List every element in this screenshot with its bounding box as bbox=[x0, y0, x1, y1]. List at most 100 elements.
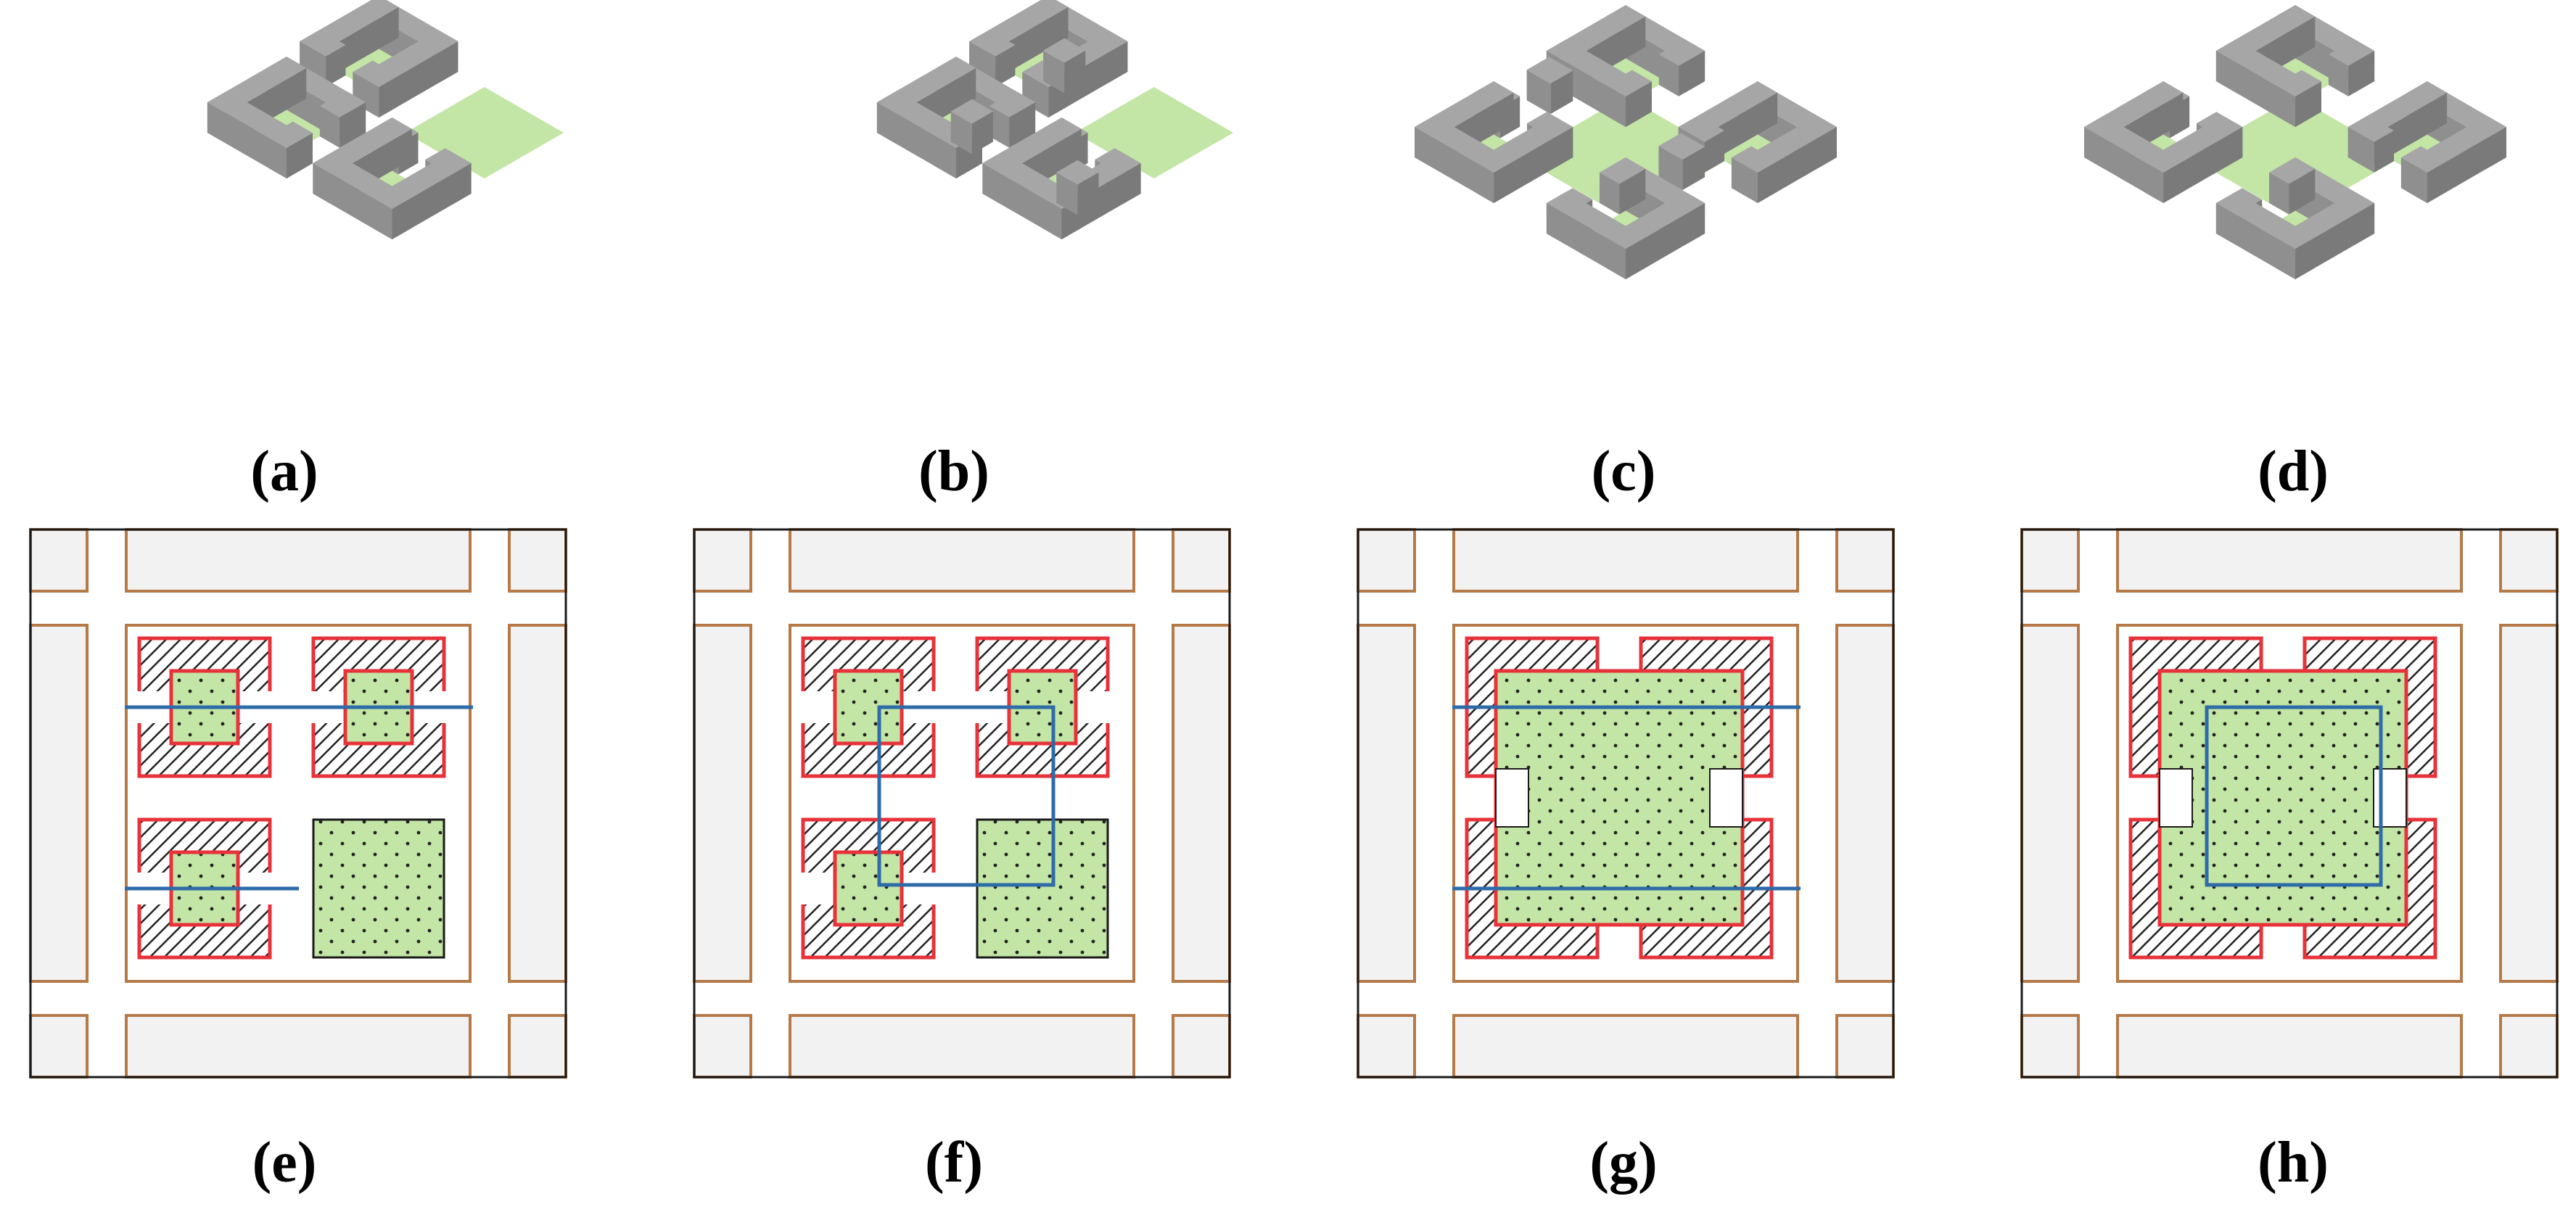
gray-region bbox=[2116, 1014, 2463, 1079]
wall-right-face bbox=[1704, 131, 1725, 173]
wall-right-face bbox=[2427, 161, 2448, 203]
stub-block bbox=[950, 99, 993, 154]
ring-wall bbox=[1658, 39, 1705, 96]
wall-top-face bbox=[2275, 191, 2375, 249]
wall-left-face bbox=[2275, 237, 2295, 279]
gray-region bbox=[29, 624, 89, 983]
panel-h-layout bbox=[2020, 528, 2559, 1079]
wall-right-face bbox=[340, 102, 366, 148]
wall-top-face bbox=[1605, 191, 1705, 249]
gray-region bbox=[1357, 528, 1416, 593]
ring-wall bbox=[1605, 70, 1653, 127]
gray-region bbox=[1835, 1014, 1895, 1079]
ring-wall bbox=[2400, 146, 2448, 203]
ring-wall bbox=[1599, 157, 1646, 215]
side-gap bbox=[2159, 768, 2193, 828]
panel-b-isometric bbox=[876, 0, 1233, 239]
wall-top-face bbox=[969, 30, 1016, 57]
wall-top-face bbox=[1605, 70, 1653, 96]
wall-right-face bbox=[2295, 81, 2322, 127]
merged-patch bbox=[2157, 669, 2408, 927]
gray-region bbox=[1835, 528, 1895, 593]
caption-c: (c) bbox=[1591, 440, 1656, 503]
wall-left-face bbox=[2084, 127, 2164, 203]
ring-wall bbox=[2268, 157, 2316, 215]
wall-top-face bbox=[300, 30, 346, 57]
wall-left-face bbox=[1599, 172, 1620, 215]
ring-gap bbox=[900, 873, 937, 904]
gray-region bbox=[1172, 624, 1231, 983]
gray-region bbox=[508, 528, 567, 593]
wall-left-face bbox=[1526, 70, 1551, 115]
wall-right-face bbox=[1626, 203, 1705, 279]
gray-region bbox=[125, 1014, 472, 1079]
gray-region bbox=[29, 1014, 89, 1079]
wall-right-face bbox=[2295, 203, 2375, 279]
caption-h: (h) bbox=[2258, 1131, 2329, 1195]
stub-block bbox=[1526, 57, 1573, 115]
wall-left-face bbox=[1605, 237, 1626, 279]
wall-left-face bbox=[2400, 157, 2427, 203]
ring-wall bbox=[2328, 39, 2375, 96]
blue-loop bbox=[877, 705, 1055, 887]
wall-top-face bbox=[2400, 146, 2448, 173]
ring-wall bbox=[266, 121, 313, 178]
blue-loop bbox=[2205, 705, 2383, 887]
caption-e: (e) bbox=[252, 1131, 317, 1195]
ring-wall bbox=[2143, 115, 2243, 203]
gray-region bbox=[29, 528, 89, 593]
wall-right-face bbox=[2289, 168, 2316, 215]
green-pad bbox=[833, 669, 904, 746]
wall-right-face bbox=[1619, 168, 1646, 215]
wall-top-face bbox=[2275, 70, 2322, 96]
wall-left-face bbox=[266, 136, 287, 178]
wall-top-face bbox=[1473, 115, 1573, 173]
side-gap bbox=[1709, 768, 1743, 828]
side-gap bbox=[1495, 768, 1529, 828]
gray-region bbox=[2499, 624, 2559, 983]
wall-top-face bbox=[2143, 115, 2243, 173]
wall-right-face bbox=[1757, 127, 1837, 203]
wall-left-face bbox=[1658, 146, 1683, 191]
wall-top-face bbox=[1678, 115, 1725, 142]
wall-top-face bbox=[1599, 157, 1646, 184]
gray-region bbox=[2499, 1014, 2559, 1079]
side-gap bbox=[2373, 768, 2407, 828]
wall-top-face bbox=[989, 91, 1036, 118]
gray-region bbox=[2020, 624, 2080, 983]
panel-g-layout bbox=[1357, 528, 1895, 1079]
wall-right-face bbox=[287, 133, 313, 178]
wall-right-face bbox=[2427, 127, 2506, 203]
wall-left-face bbox=[2268, 172, 2289, 215]
wall-top-face bbox=[2268, 157, 2316, 184]
gray-region bbox=[2020, 528, 2080, 593]
wall-right-face bbox=[2163, 127, 2243, 203]
panel-c-isometric bbox=[1415, 5, 1837, 279]
gray-region bbox=[1172, 528, 1231, 593]
inner-frame bbox=[1452, 624, 1799, 983]
panel-f-layout bbox=[693, 528, 1231, 1079]
panel-border bbox=[29, 528, 567, 1079]
wall-left-face bbox=[2328, 54, 2349, 96]
caption-g: (g) bbox=[1589, 1131, 1658, 1195]
wall-left-face bbox=[2143, 161, 2164, 203]
stub-block bbox=[1043, 38, 1086, 94]
wall-top-face bbox=[950, 99, 993, 124]
caption-a: (a) bbox=[250, 440, 318, 503]
wall-right-face bbox=[1757, 161, 1778, 203]
wall-right-face bbox=[326, 45, 346, 87]
ring-gap bbox=[800, 691, 836, 723]
gray-region bbox=[1357, 1014, 1416, 1079]
wall-top-face bbox=[1056, 160, 1099, 185]
panel-border-top bbox=[2020, 528, 2559, 1079]
wall-right-face bbox=[1550, 70, 1573, 115]
wall-right-face bbox=[392, 163, 472, 239]
merged-patch bbox=[1494, 669, 1745, 927]
ring-wall bbox=[372, 152, 472, 239]
gray-region bbox=[2020, 1014, 2080, 1079]
gray-region bbox=[2499, 528, 2559, 593]
gray-region bbox=[1452, 1014, 1799, 1079]
panel-border bbox=[693, 528, 1231, 1079]
